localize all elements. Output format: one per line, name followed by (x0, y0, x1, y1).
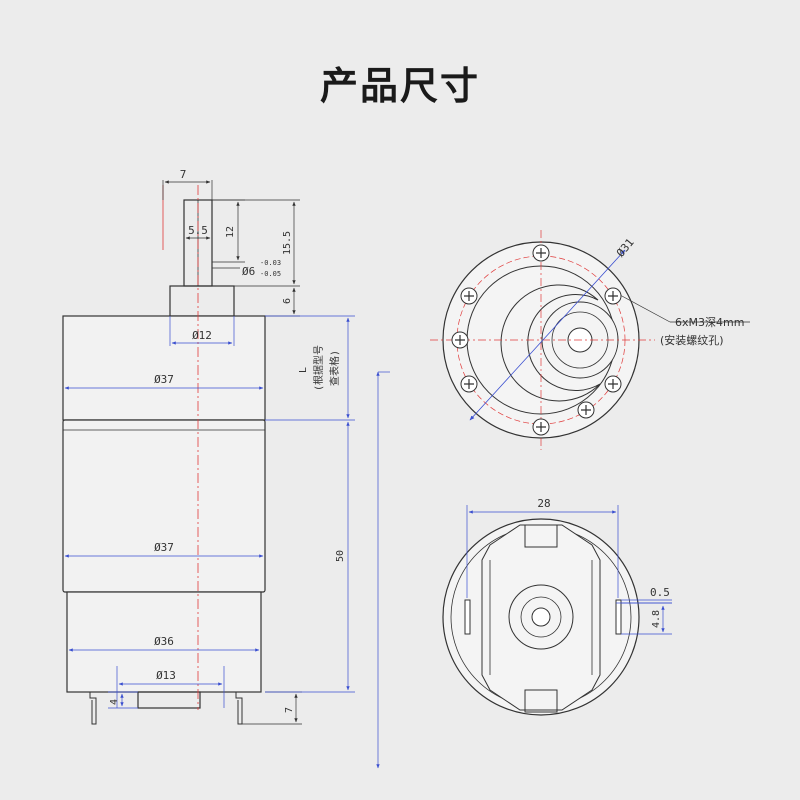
terminal-right (235, 692, 243, 725)
side-view (62, 199, 266, 725)
dim-endcap-diameter: Ø36 (154, 635, 174, 648)
rear-top-tab (524, 524, 558, 548)
dim-gearbox-note-1: (根据型号 (312, 345, 325, 391)
rear-terminal-right (615, 599, 622, 635)
gearbox-outline (62, 315, 266, 421)
rear-bottom-tab (524, 689, 558, 713)
mounting-hole (532, 244, 550, 262)
dim-terminal-span: 28 (537, 497, 550, 510)
dim-shaft-flat-width: 7 (180, 168, 187, 181)
dim-shaft-tol-upper: -0.03 (260, 259, 281, 267)
dim-hole-note: (安装螺纹孔) (660, 333, 724, 347)
front-hole-leader (619, 294, 671, 323)
dim-bearing-diameter: Ø13 (156, 669, 176, 682)
rear-bearing-core (531, 607, 551, 627)
rear-bearing-ring (520, 596, 562, 638)
dim-motor-diameter: Ø37 (154, 541, 174, 554)
motor-can-outline (62, 419, 266, 593)
dim-gearbox-length: L (298, 367, 309, 373)
boss-outline (169, 285, 235, 317)
dim-pcd: Ø31 (614, 236, 637, 260)
endcap-outline (66, 591, 262, 693)
mounting-hole (460, 287, 478, 305)
mounting-hole (460, 375, 478, 393)
dim-shaft-tol-lower: -0.05 (260, 270, 281, 278)
dim-shaft-diameter: Ø6 (242, 265, 255, 278)
rear-view (442, 518, 640, 716)
rear-terminal-left (464, 599, 471, 635)
bearing-boss-outline (137, 691, 201, 709)
page-title: 产品尺寸 (319, 64, 480, 108)
dim-boss-diameter: Ø12 (192, 329, 212, 342)
mounting-hole (604, 287, 622, 305)
rear-dimensions (466, 505, 672, 635)
side-dimensions-blue (64, 315, 390, 769)
mounting-hole (451, 331, 469, 349)
dim-shaft-length: 15.5 (282, 231, 293, 255)
dim-bearing-height: 4 (109, 699, 120, 705)
dim-terminal-thickness: 0.5 (650, 586, 670, 599)
front-view (430, 230, 750, 450)
dim-motor-length: 50 (335, 550, 346, 562)
dim-gearbox-diameter: Ø37 (154, 373, 174, 386)
front-mounting-holes (451, 244, 622, 436)
dim-boss-height: 6 (282, 298, 293, 304)
front-pcd-dimline (469, 249, 626, 421)
dim-gearbox-note-2: 查表格) (328, 350, 341, 386)
mounting-hole (532, 418, 550, 436)
dim-shaft-flat-depth: 5.5 (188, 224, 208, 237)
mounting-hole (577, 401, 595, 419)
dim-shaft-flat-length: 12 (225, 226, 236, 238)
dim-terminal-width: 4.8 (651, 610, 662, 628)
dim-terminal-length: 7 (284, 707, 295, 713)
dim-hole-spec: 6xM3深4mm (675, 316, 744, 329)
mounting-hole (604, 375, 622, 393)
terminal-left (89, 692, 97, 725)
